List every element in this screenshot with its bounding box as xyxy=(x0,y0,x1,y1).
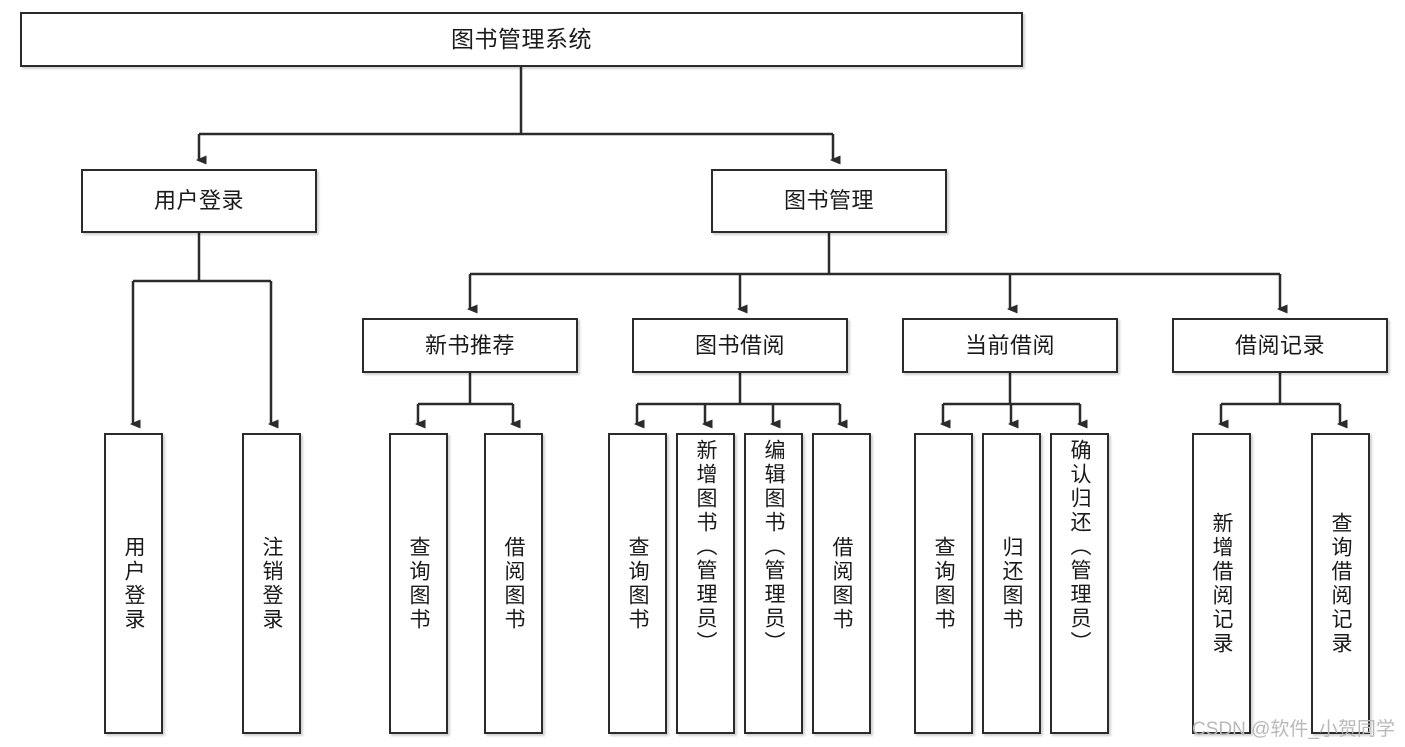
node-leaf-confirm-return[interactable]: 确认归还（管理员） xyxy=(1050,433,1109,734)
node-label: 查询图书 xyxy=(626,535,649,632)
node-leaf-query-book-borrow[interactable]: 查询图书 xyxy=(608,433,667,734)
node-new-book-recommend[interactable]: 新书推荐 xyxy=(362,318,578,373)
node-label: 图书借阅 xyxy=(694,332,785,358)
node-label: 查询图书 xyxy=(407,535,430,632)
node-label: 用户登录 xyxy=(122,535,145,632)
node-label: 注销登录 xyxy=(260,535,283,632)
node-leaf-edit-book[interactable]: 编辑图书（管理员） xyxy=(744,433,803,734)
node-label: 新增借阅记录 xyxy=(1210,511,1233,656)
node-label: 确认归还（管理员） xyxy=(1068,439,1091,655)
node-label: 新书推荐 xyxy=(424,332,515,358)
node-user-login[interactable]: 用户登录 xyxy=(81,169,317,233)
node-label: 图书管理系统 xyxy=(451,25,592,52)
node-label: 归还图书 xyxy=(1000,535,1023,632)
node-leaf-query-borrow-record[interactable]: 查询借阅记录 xyxy=(1311,433,1370,734)
node-leaf-add-book[interactable]: 新增图书（管理员） xyxy=(676,433,735,734)
node-leaf-borrow-book-new[interactable]: 借阅图书 xyxy=(484,433,543,734)
node-label: 新增图书（管理员） xyxy=(694,439,717,655)
node-root-book-management-system[interactable]: 图书管理系统 xyxy=(20,12,1023,67)
node-current-borrow[interactable]: 当前借阅 xyxy=(902,318,1118,373)
csdn-watermark: CSDN @软件_小贺同学 xyxy=(1192,719,1395,740)
node-borrow-record[interactable]: 借阅记录 xyxy=(1172,318,1388,373)
node-leaf-user-login[interactable]: 用户登录 xyxy=(104,433,163,734)
node-leaf-query-book-current[interactable]: 查询图书 xyxy=(914,433,973,734)
node-label: 编辑图书（管理员） xyxy=(762,439,785,655)
node-leaf-borrow-book[interactable]: 借阅图书 xyxy=(812,433,871,734)
node-label: 借阅记录 xyxy=(1234,332,1325,358)
node-book-manage[interactable]: 图书管理 xyxy=(711,169,947,233)
node-label: 借阅图书 xyxy=(830,535,853,632)
node-label: 图书管理 xyxy=(783,188,874,214)
node-label: 当前借阅 xyxy=(964,332,1055,358)
node-leaf-query-book-new[interactable]: 查询图书 xyxy=(389,433,448,734)
node-leaf-logout-login[interactable]: 注销登录 xyxy=(242,433,301,734)
node-label: 查询借阅记录 xyxy=(1329,511,1352,656)
node-label: 借阅图书 xyxy=(502,535,525,632)
node-label: 查询图书 xyxy=(932,535,955,632)
node-label: 用户登录 xyxy=(153,188,244,214)
node-leaf-add-borrow-record[interactable]: 新增借阅记录 xyxy=(1192,433,1251,734)
node-book-borrow[interactable]: 图书借阅 xyxy=(632,318,848,373)
node-leaf-return-book[interactable]: 归还图书 xyxy=(982,433,1041,734)
